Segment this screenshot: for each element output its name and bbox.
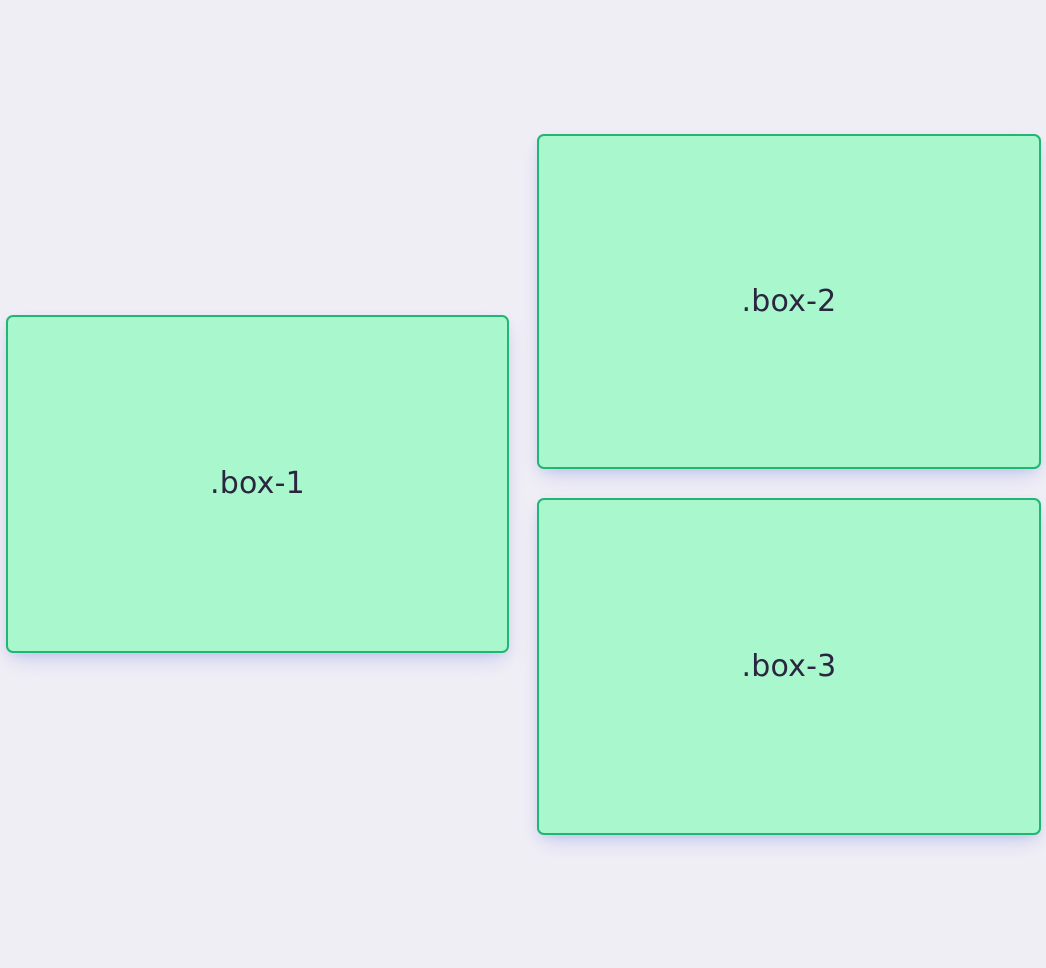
box-2[interactable]: .box-2: [537, 134, 1041, 469]
box-1[interactable]: .box-1: [6, 315, 509, 653]
box-2-label: .box-2: [741, 283, 837, 319]
box-3-label: .box-3: [741, 648, 837, 684]
box-1-label: .box-1: [210, 466, 305, 501]
box-3[interactable]: .box-3: [537, 498, 1041, 835]
